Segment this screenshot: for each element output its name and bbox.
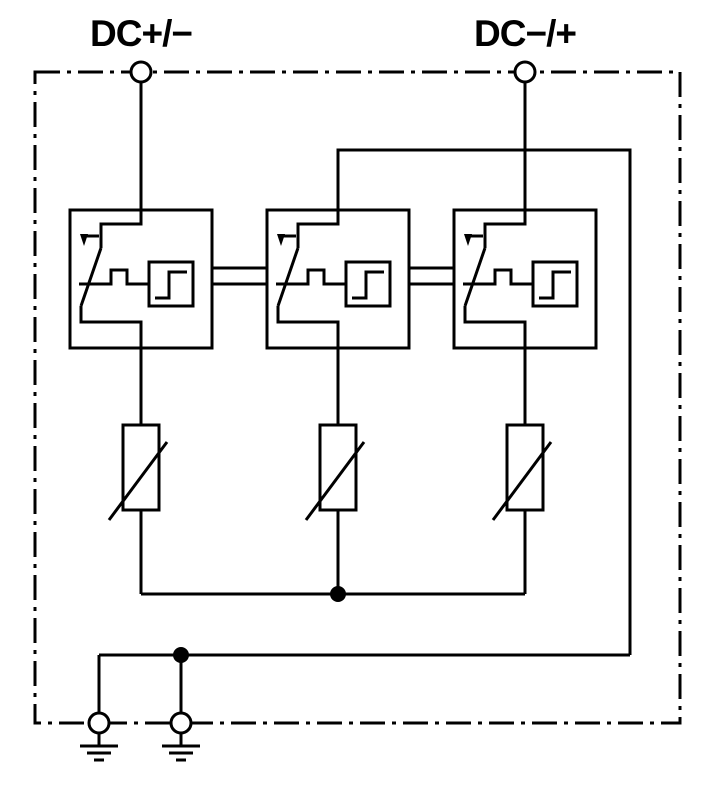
terminal-label-right: DC−/+ xyxy=(474,13,576,54)
terminal-dc-right xyxy=(513,60,537,84)
spd-module-1 xyxy=(68,208,214,350)
earth-ground-icon-1 xyxy=(78,731,120,762)
varistor-2 xyxy=(304,346,366,596)
varistor-1 xyxy=(107,346,169,596)
wire-center-to-pe xyxy=(336,148,632,655)
terminal-ground-1 xyxy=(87,711,111,735)
terminal-ground-2 xyxy=(169,711,193,735)
enclosure-border xyxy=(33,70,682,725)
varistor-3 xyxy=(491,346,553,596)
earth-ground-icon-2 xyxy=(160,731,202,762)
terminal-label-left: DC+/− xyxy=(90,13,192,54)
spd-module-2 xyxy=(265,208,411,350)
spd-module-3 xyxy=(452,208,598,350)
terminal-dc-left xyxy=(129,60,153,84)
junction-dot xyxy=(330,586,346,602)
